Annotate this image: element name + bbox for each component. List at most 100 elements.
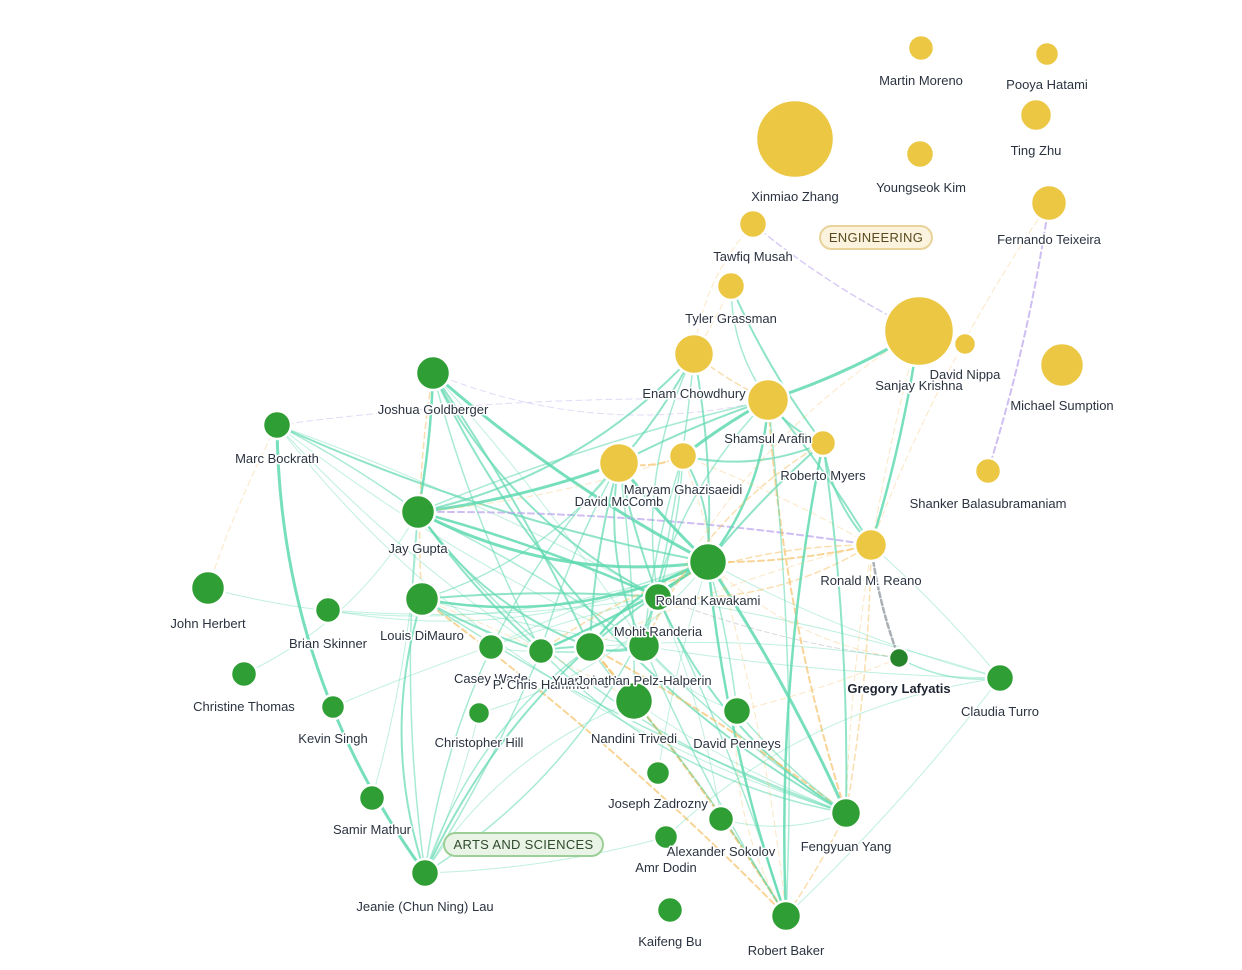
edge-gupta-halperin — [417, 511, 645, 647]
node-chill[interactable] — [466, 700, 492, 726]
edge-gupta-lau — [409, 511, 426, 874]
edge-trivedi-fyang — [633, 700, 847, 814]
node-label-chill: Christopher Hill — [435, 735, 524, 750]
node-yuanming[interactable] — [573, 630, 607, 664]
edge-turro-dodin — [665, 677, 1001, 838]
node-randeria[interactable] — [642, 581, 674, 613]
node-label-skinner: Brian Skinner — [289, 636, 368, 651]
node-label-gupta: Jay Gupta — [388, 541, 448, 556]
node-label-mccomb: David McComb — [575, 494, 664, 509]
edge-gupta-ghazisaeidi — [417, 455, 684, 513]
group-badge-arts-and-sciences-label: ARTS AND SCIENCES — [454, 837, 594, 852]
node-mccomb[interactable] — [597, 441, 641, 485]
node-label-lau: Jeanie (Chun Ning) Lau — [356, 899, 493, 914]
node-label-musah: Tawfiq Musah — [713, 249, 792, 264]
edge-arafin-fyang — [767, 399, 847, 814]
node-label-dodin: Amr Dodin — [635, 860, 696, 875]
node-tzhu[interactable] — [1018, 97, 1054, 133]
node-label-dimauro: Louis DiMauro — [380, 628, 464, 643]
node-label-lafyatis: Gregory Lafyatis — [847, 681, 950, 696]
node-label-randeria: Mohit Randeria — [614, 624, 703, 639]
edge-cthomas-gupta — [243, 511, 419, 675]
node-kbu[interactable] — [655, 895, 685, 925]
node-nippa[interactable] — [952, 331, 978, 357]
edge-chowdhury-arafin — [693, 353, 769, 401]
node-dodin[interactable] — [652, 823, 680, 851]
group-badge-engineering-pill — [819, 225, 933, 250]
node-label-fyang: Fengyuan Yang — [801, 839, 892, 854]
node-skinner[interactable] — [313, 595, 343, 625]
edge-herbert-bockrath — [207, 424, 278, 589]
node-baker[interactable] — [769, 899, 803, 933]
node-zadrozny[interactable] — [644, 759, 672, 787]
node-label-wade: Casey Wade — [454, 671, 528, 686]
node-sokolov[interactable] — [706, 804, 736, 834]
node-turro[interactable] — [984, 662, 1016, 694]
node-label-xzhang: Xinmiao Zhang — [751, 189, 838, 204]
node-penneys[interactable] — [721, 695, 753, 727]
group-badge-engineering[interactable]: ENGINEERING — [819, 225, 933, 250]
node-shanker[interactable] — [973, 456, 1003, 486]
node-teixeira[interactable] — [1029, 183, 1069, 223]
edge-bockrath-fyang — [276, 424, 847, 814]
node-lau[interactable] — [409, 857, 441, 889]
node-chowdhury[interactable] — [672, 332, 716, 376]
node-dimauro[interactable] — [403, 580, 441, 618]
node-myers[interactable] — [808, 428, 838, 458]
edge-goldberger-halperin — [432, 372, 645, 647]
node-moreno[interactable] — [906, 33, 936, 63]
node-label-hammel: P. Chris Hammel — [493, 677, 590, 692]
node-xzhang[interactable] — [754, 98, 836, 180]
edge-goldberger-dimauro — [418, 372, 434, 600]
edge-teixeira-reano — [870, 202, 1050, 546]
node-hammel[interactable] — [526, 636, 556, 666]
edge-kawakami-arafin — [706, 398, 770, 564]
edge-dimauro-baker — [421, 598, 787, 917]
node-kawakami[interactable] — [687, 541, 729, 583]
node-mathur[interactable] — [357, 783, 387, 813]
node-ksingh[interactable] — [319, 693, 347, 721]
node-ykim[interactable] — [904, 138, 936, 170]
edge-fyang-baker — [785, 812, 847, 917]
edge-randeria-ghazisaeidi — [657, 455, 684, 598]
node-wade[interactable] — [476, 632, 506, 662]
node-ghazisaeidi[interactable] — [667, 440, 699, 472]
node-trivedi[interactable] — [613, 680, 655, 722]
edge-gupta-mccomb — [416, 461, 621, 514]
edge-goldberger-arafin — [432, 372, 769, 416]
node-label-ksingh: Kevin Singh — [298, 731, 367, 746]
node-gupta[interactable] — [399, 493, 437, 531]
edge-myers-baker — [783, 441, 825, 918]
node-label-ghazisaeidi: Maryam Ghazisaeidi — [624, 482, 743, 497]
node-halperin[interactable] — [626, 628, 662, 664]
edge-bockrath-arafin — [276, 398, 769, 426]
node-goldberger[interactable] — [414, 354, 452, 392]
node-musah[interactable] — [737, 208, 769, 240]
node-sumption[interactable] — [1038, 341, 1086, 389]
node-lafyatis[interactable] — [887, 646, 911, 670]
edge-gupta-arafin — [417, 399, 769, 513]
node-cthomas[interactable] — [229, 659, 259, 689]
node-label-herbert: John Herbert — [170, 616, 246, 631]
node-reano[interactable] — [853, 527, 889, 563]
edge-reano-yuanming — [589, 544, 872, 648]
edge-ghazisaeidi-reano — [682, 455, 872, 546]
edge-wade-kawakami — [490, 561, 709, 648]
edge-myers-fyang — [822, 442, 848, 814]
node-label-goldberger: Joshua Goldberger — [378, 402, 489, 417]
node-krishna[interactable] — [882, 294, 956, 368]
node-fyang[interactable] — [829, 796, 863, 830]
node-label-kbu: Kaifeng Bu — [638, 934, 702, 949]
edge-goldberger-gupta — [416, 371, 435, 514]
edge-dimauro-randeria — [421, 592, 659, 600]
node-arafin[interactable] — [745, 377, 791, 423]
group-badge-engineering-label: ENGINEERING — [829, 230, 923, 245]
group-badge-arts-and-sciences[interactable]: ARTS AND SCIENCES — [443, 832, 604, 857]
edge-goldberger-yuanming — [432, 372, 591, 648]
node-bockrath[interactable] — [261, 409, 293, 441]
node-label-teixeira: Fernando Teixeira — [997, 232, 1102, 247]
node-hatami[interactable] — [1033, 40, 1061, 68]
node-herbert[interactable] — [189, 569, 227, 607]
node-grassman[interactable] — [715, 270, 747, 302]
